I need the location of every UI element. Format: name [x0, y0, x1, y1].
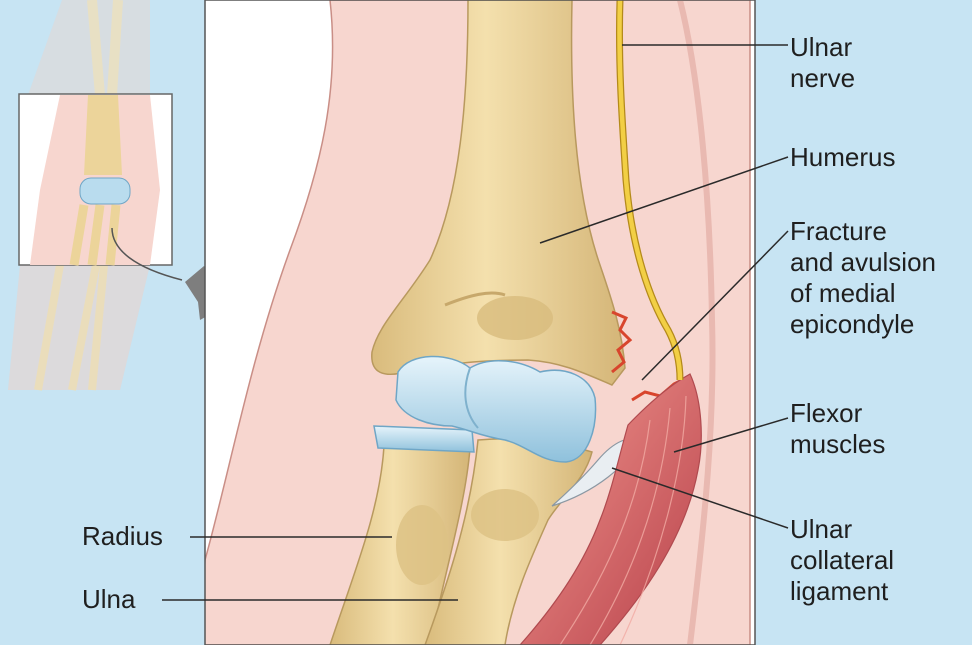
inset-thumbnail: [8, 0, 182, 390]
label-radius: Radius: [82, 521, 163, 552]
label-ulnar-collateral-ligament: Ulnar collateral ligament: [790, 514, 894, 607]
label-flexor-muscles: Flexor muscles: [790, 398, 885, 460]
label-humerus: Humerus: [790, 142, 895, 173]
main-panel: [200, 0, 755, 645]
label-ulna: Ulna: [82, 584, 135, 615]
label-ulnar-nerve: Ulnar nerve: [790, 32, 855, 94]
label-fracture-avulsion: Fracture and avulsion of medial epicondy…: [790, 216, 936, 340]
radial-head-cartilage: [374, 426, 474, 452]
